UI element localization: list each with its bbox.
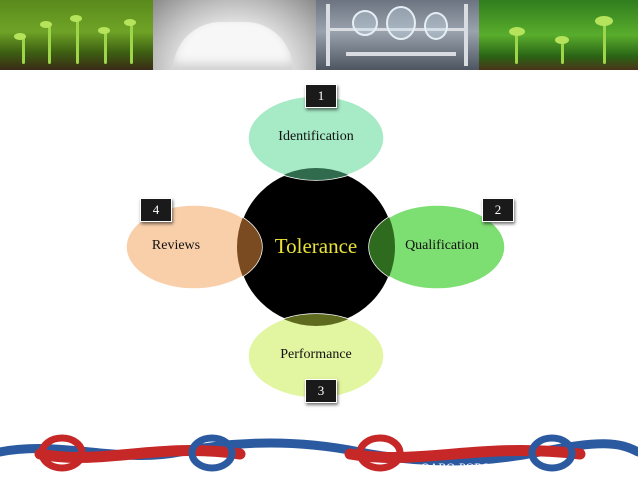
rope-knot [356, 434, 404, 472]
header-banner [0, 0, 638, 70]
petal-label-qualification: Qualification [405, 238, 479, 253]
seedling-photo [0, 0, 153, 70]
sprouts-photo [479, 0, 638, 70]
step-badge-2: 2 [482, 198, 514, 222]
step-badge-4: 4 [140, 198, 172, 222]
step-badge-1: 1 [305, 84, 337, 108]
petal-label-identification: Identification [278, 129, 354, 144]
rope-knot [188, 434, 236, 472]
rope-knots [38, 434, 576, 472]
step-badge-3: 3 [305, 379, 337, 403]
footer-code: OARO-PQRS-0319 [420, 460, 517, 474]
petal-reviews [125, 204, 263, 290]
rope-footer-decoration [0, 434, 638, 472]
powder-pile-photo [153, 0, 316, 70]
petal-qualification [368, 204, 506, 290]
center-label: Tolerance [274, 234, 358, 258]
petal-label-performance: Performance [280, 347, 352, 362]
lab-apparatus-photo [316, 0, 479, 70]
rope-knot [38, 434, 86, 472]
rope-knot [528, 434, 576, 472]
petal-label-reviews: Reviews [151, 238, 201, 253]
